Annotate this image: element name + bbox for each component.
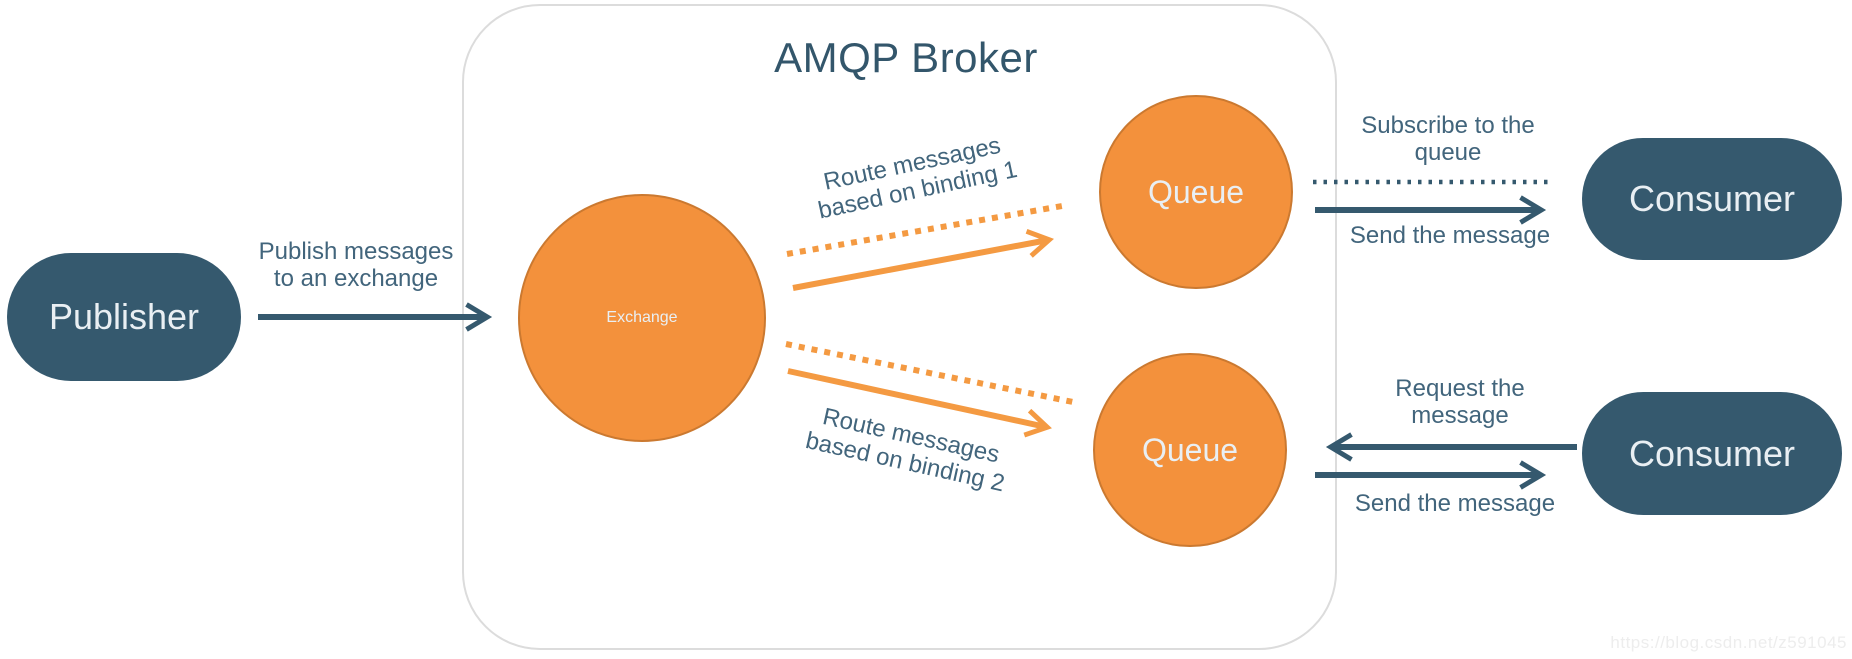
- binding2-arrow: [787, 368, 1052, 438]
- request-message-label: Request the message: [1395, 375, 1525, 430]
- subscribe-label: Subscribe to the queue: [1361, 112, 1535, 167]
- consumer-top-label: Consumer: [1628, 178, 1796, 219]
- send-message-label-bottom: Send the message: [1354, 490, 1556, 517]
- queue-top-label: Queue: [1147, 173, 1245, 210]
- publisher-label: Publisher: [48, 296, 200, 337]
- binding1-arrow: [792, 229, 1054, 291]
- queue-node-bottom: Queue: [1093, 353, 1287, 547]
- exchange-label: Exchange: [606, 309, 678, 326]
- queue-bottom-label: Queue: [1141, 431, 1239, 468]
- consumer-bottom-label: Consumer: [1628, 432, 1796, 474]
- binding2-dotted-line: [785, 341, 1079, 406]
- publish-label: Publish messages to an exchange: [258, 238, 454, 293]
- send-message-label-top: Send the message: [1349, 222, 1551, 249]
- watermark-text: https://blog.csdn.net/z591045: [1610, 633, 1847, 652]
- consumer-node-bottom: Consumer: [1582, 392, 1842, 515]
- broker-title: AMQP Broker: [774, 34, 1038, 81]
- consumer-node-top: Consumer: [1582, 138, 1842, 260]
- queue-node-top: Queue: [1099, 95, 1293, 289]
- exchange-node: Exchange: [518, 194, 766, 442]
- publisher-node: Publisher: [7, 253, 241, 381]
